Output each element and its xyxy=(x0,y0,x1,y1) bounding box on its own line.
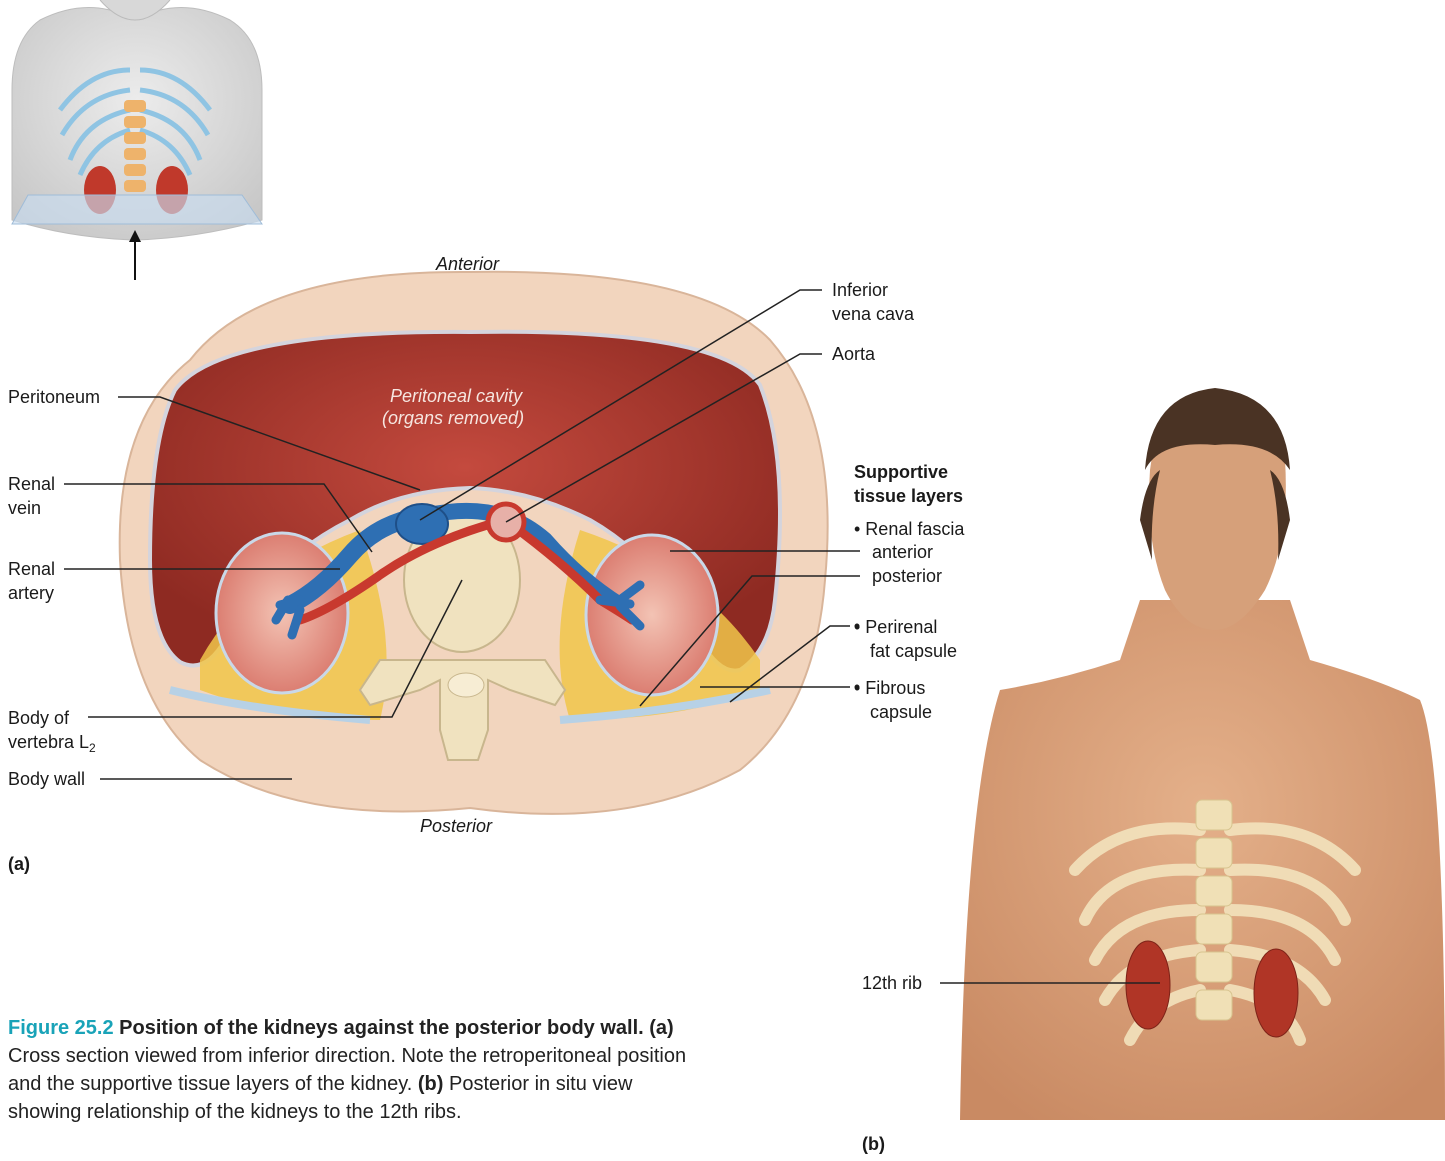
anterior-label: Anterior xyxy=(436,252,499,276)
caption-b-tag: (b) xyxy=(418,1073,444,1095)
figure-number: Figure 25.2 xyxy=(8,1017,114,1039)
vertebra-subscript: 2 xyxy=(89,741,96,755)
ivc-label-line1: Inferior xyxy=(832,278,888,302)
peritoneum-label: Peritoneum xyxy=(8,385,100,409)
posterior-label: Posterior xyxy=(420,814,492,838)
renal-artery-label-line2: artery xyxy=(8,581,54,605)
caption-a-tag: (a) xyxy=(649,1017,673,1039)
vertebra-l2-label: vertebra L2 xyxy=(8,730,96,760)
back-view-illustration xyxy=(960,388,1445,1120)
body-wall-label: Body wall xyxy=(8,767,85,791)
inset-torso-illustration xyxy=(12,0,262,280)
caption-title: Position of the kidneys against the post… xyxy=(119,1017,644,1039)
renal-vein-label-line1: Renal xyxy=(8,472,55,496)
renal-vein-label-line2: vein xyxy=(8,496,41,520)
renal-fascia-anterior-label: anterior xyxy=(872,540,933,564)
supportive-layers-heading-line1: Supportive xyxy=(854,460,948,484)
peritoneal-cavity-label: Peritoneal cavity xyxy=(390,384,522,408)
ivc-label-line2: vena cava xyxy=(832,302,914,326)
right-kidney xyxy=(586,535,718,695)
panel-a-tag: (a) xyxy=(8,854,30,875)
renal-fascia-posterior-label: posterior xyxy=(872,564,942,588)
perirenal-label-line2: fat capsule xyxy=(870,639,957,663)
12th-rib-label: 12th rib xyxy=(862,971,922,995)
kidney-cross-section xyxy=(120,272,828,814)
organs-removed-label: (organs removed) xyxy=(382,406,524,430)
body-of-vertebra-label-line1: Body of xyxy=(8,706,69,730)
perirenal-label-line1: • Perirenal xyxy=(854,615,937,639)
vertebra-l-text: vertebra L xyxy=(8,732,89,752)
aorta-label: Aorta xyxy=(832,342,875,366)
renal-fascia-label: • Renal fascia xyxy=(854,517,964,541)
fibrous-capsule-label-line2: capsule xyxy=(870,700,932,724)
fibrous-capsule-label-line1: • Fibrous xyxy=(854,676,925,700)
panel-b-tag: (b) xyxy=(862,1134,885,1155)
supportive-layers-heading-line2: tissue layers xyxy=(854,484,963,508)
renal-artery-label-line1: Renal xyxy=(8,557,55,581)
figure-caption: Figure 25.2 Position of the kidneys agai… xyxy=(8,1014,708,1126)
